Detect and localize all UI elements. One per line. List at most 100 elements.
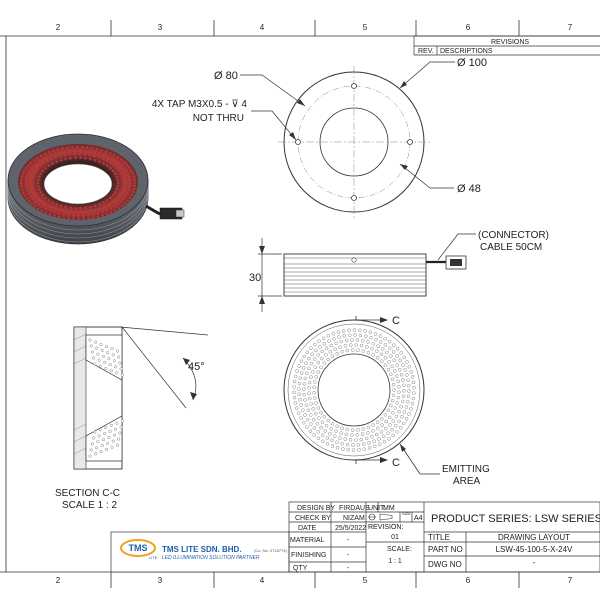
col-label-4-bottom: 4 [260, 576, 265, 585]
led-dot [375, 432, 379, 437]
led-dot [406, 378, 410, 382]
led-dot [314, 348, 318, 353]
led-dot [93, 204, 97, 208]
led-dot [39, 154, 43, 157]
led-dot [120, 158, 123, 161]
led-dot [133, 181, 137, 184]
led-dot [397, 410, 401, 414]
led-dot [107, 203, 110, 207]
led-dot [337, 335, 341, 339]
dim-outer-dia: Ø 100 [457, 57, 487, 69]
led-dot [379, 340, 383, 344]
led-dot [106, 155, 110, 158]
led-dot [332, 337, 336, 341]
led-dot [360, 432, 365, 436]
led-dot [118, 169, 121, 172]
led-dot [102, 201, 105, 204]
led-dot [299, 359, 304, 363]
led-dot [404, 417, 409, 421]
led-dot [101, 210, 104, 214]
led-dot [364, 334, 368, 338]
led-dot [383, 413, 388, 417]
led-dot [399, 351, 403, 355]
led-dot [66, 146, 69, 149]
led-dot [366, 425, 371, 429]
led-dot [383, 363, 388, 367]
led-dot [292, 379, 297, 384]
led-dot [348, 333, 352, 337]
led-dot [105, 212, 109, 216]
led-dot [29, 195, 32, 198]
led-dot [410, 402, 415, 406]
led-dot [395, 347, 400, 351]
led-dot [121, 175, 125, 178]
led-dot [123, 202, 127, 205]
led-dot [383, 337, 387, 341]
led-dot [127, 175, 131, 179]
dim-pcd: Ø 80 [214, 70, 238, 82]
led-dot [319, 425, 323, 430]
led-dot [376, 420, 380, 424]
led-dot [340, 442, 344, 446]
led-dot [92, 356, 96, 360]
led-dot [59, 204, 63, 208]
tms-logo: TMS LITE [120, 539, 158, 560]
led-dot [313, 357, 317, 361]
led-dot [115, 371, 119, 375]
dim-height: 30 [249, 272, 261, 284]
led-dot [376, 344, 380, 348]
led-dot [24, 179, 28, 183]
revisions-table: REVISIONS REV. DESCRIPTIONS [413, 35, 600, 56]
led-dot [34, 200, 37, 204]
led-dot [391, 383, 396, 387]
led-dot [96, 440, 100, 444]
led-dot [65, 209, 68, 213]
value-material: - [347, 537, 350, 544]
led-dot [20, 185, 23, 188]
led-dot [104, 150, 108, 153]
led-dot [39, 191, 43, 194]
led-dot [397, 385, 401, 389]
led-dot [32, 172, 36, 176]
top-view-arrowheads [289, 81, 408, 170]
led-dot [29, 167, 33, 171]
led-dot [111, 353, 115, 357]
led-dot [101, 157, 105, 160]
led-dot [351, 448, 356, 452]
angle-label: 45° [188, 361, 205, 373]
led-dot [392, 358, 396, 362]
led-dot [404, 405, 408, 409]
led-dot [371, 429, 375, 433]
led-dot [398, 358, 402, 362]
led-dot [402, 389, 406, 393]
led-dot [55, 160, 58, 163]
led-dot [88, 338, 92, 342]
led-dot [20, 175, 24, 179]
led-dot [79, 206, 82, 210]
label-check-by: CHECK BY [295, 515, 331, 522]
led-dot [123, 160, 126, 164]
led-dot [117, 206, 120, 210]
tap-hole-bottom [351, 195, 357, 201]
led-dot [118, 431, 122, 435]
led-dot [302, 354, 306, 359]
led-dot [69, 156, 72, 160]
led-dot [63, 150, 67, 153]
led-dot [53, 214, 56, 217]
led-dot [23, 194, 27, 197]
led-dot [326, 357, 330, 362]
led-dot [406, 400, 410, 404]
led-dot [377, 437, 381, 441]
led-dot [99, 450, 103, 454]
led-dot [133, 184, 137, 187]
led-dot [19, 179, 23, 182]
led-dot [326, 334, 330, 338]
led-dot [100, 348, 104, 352]
value-finishing: - [347, 552, 350, 559]
led-dot [120, 419, 124, 423]
led-dot [324, 353, 328, 357]
led-dot [93, 158, 97, 162]
led-dot [43, 152, 47, 156]
led-dot [128, 179, 132, 182]
led-dot [330, 354, 335, 358]
